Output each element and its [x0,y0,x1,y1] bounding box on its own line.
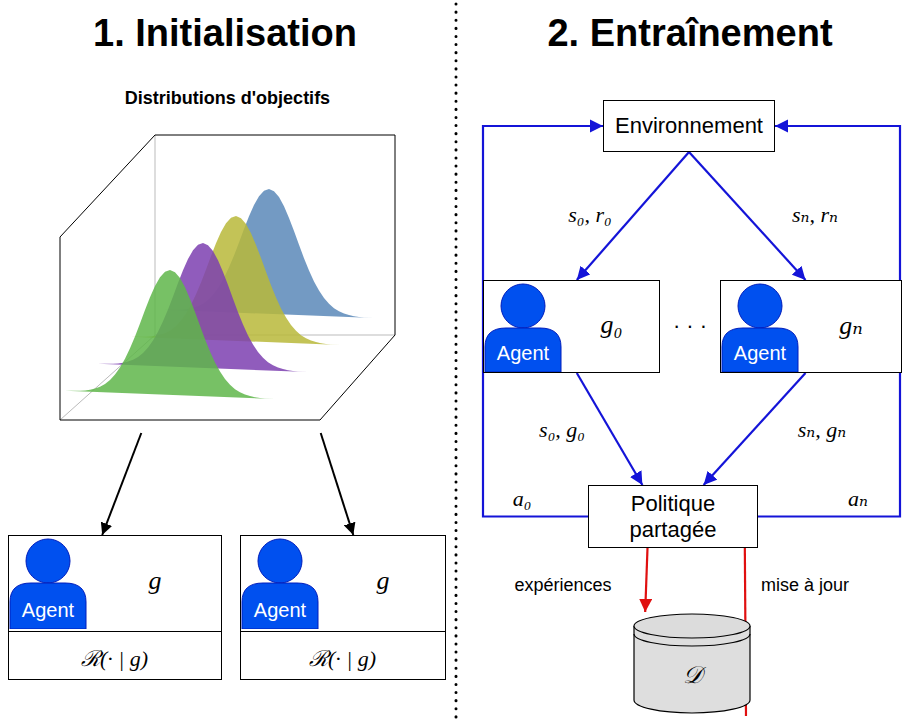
agent-label: Agent [9,599,87,622]
plot-heading: Distributions d'objectifs [55,88,400,109]
plot-panel: Distributions d'objectifs [55,88,400,433]
agent-box: Agentgₙ [720,280,902,373]
reward-box: ℛ(· | g) [8,631,222,681]
edge-label: s₀, g₀ [536,417,588,443]
panel-title: 2. Entraînement [547,12,832,55]
connector [704,373,806,485]
ellipsis: · · · [670,313,710,339]
gaussian [65,270,275,399]
edge-label: s₀, r₀ [565,202,614,228]
edge-label: aₙ [845,486,871,512]
buffer-cylinder: 𝒟 [632,612,752,716]
reward-function: ℛ(· | g) [309,642,376,672]
edge-label: mise à jour [758,575,852,596]
connector [321,433,354,535]
agent-box: Agentg₀ [483,280,660,373]
process-box: Environnement [603,100,775,152]
agent-label: Agent [484,342,562,365]
gaussian-curves [65,189,374,399]
agent-label: Agent [721,342,799,365]
connector [689,152,806,280]
reward-function: ℛ(· | g) [81,642,148,672]
edge-label: a₀ [510,486,535,512]
box-label: Politique partagée [589,491,757,543]
connector [102,433,141,535]
goal-symbol: gₙ [801,310,901,341]
divider [455,4,458,718]
agent-box: Agentgℛ(· | g) [240,535,446,680]
edge-label: sₙ, rₙ [789,202,841,228]
edge-label: sₙ, gₙ [795,417,849,443]
agent-box: Agentgℛ(· | g) [8,535,222,680]
panel-title: 1. Initialisation [93,12,357,55]
plot-frame [60,135,395,420]
plot-frame-front [60,135,395,420]
buffer-label: 𝒟 [683,662,702,689]
box-label: Environnement [609,113,769,139]
agent-label: Agent [241,599,319,622]
edge-label: expériences [511,575,614,596]
goal-symbol: g [321,566,445,596]
connector [645,548,647,612]
process-box: Politique partagée [588,485,758,548]
goal-symbol: g₀ [564,310,659,340]
reward-box: ℛ(· | g) [240,631,446,681]
goal-symbol: g [89,566,221,596]
